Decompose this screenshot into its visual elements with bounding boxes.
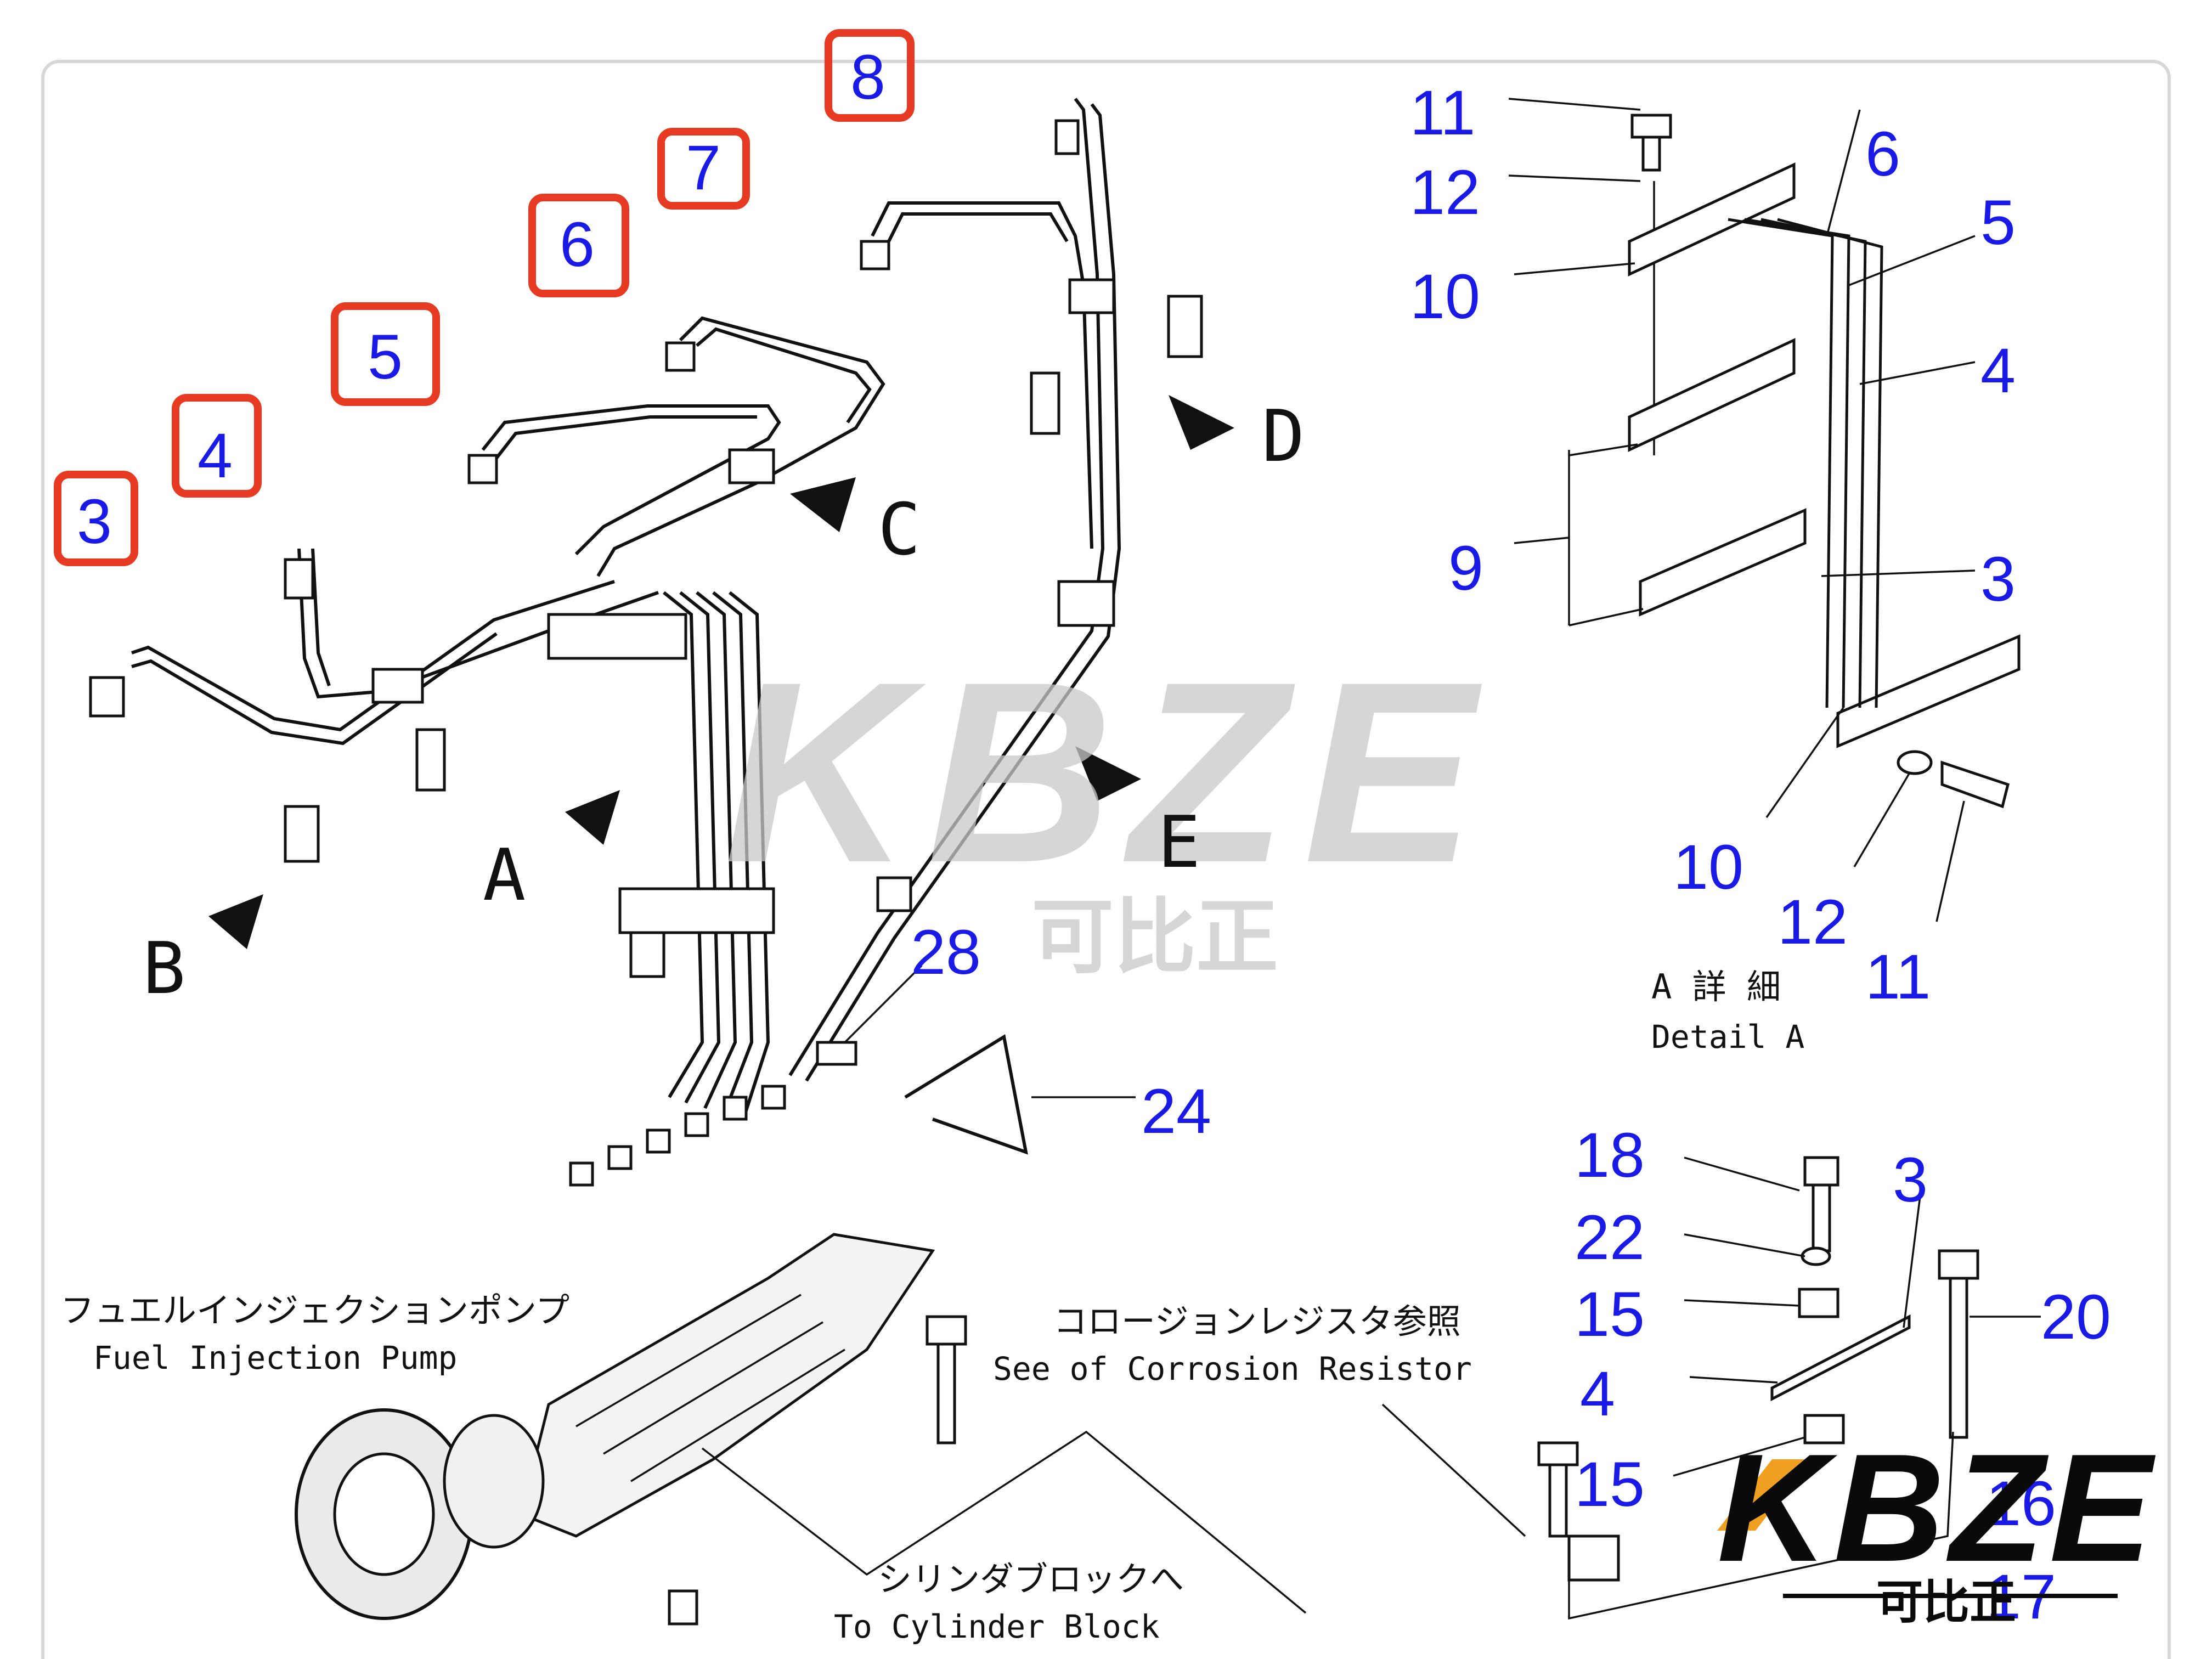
view-letters: A B C D E — [143, 394, 1305, 1010]
detail-callout-12-top: 12 — [1410, 157, 1480, 228]
highlight-box-3 — [54, 471, 138, 566]
detail-a-en: Detail A — [1651, 1018, 1804, 1056]
detail-callout-6: 6 — [1865, 119, 1900, 189]
detail-a-jp: A 詳 細 — [1651, 967, 1781, 1007]
corrosion-label-jp: コロージョンレジスタ参照 — [1053, 1301, 1461, 1341]
detail-a-drawing — [1508, 98, 2021, 922]
logo-accent-shape — [1717, 1459, 1810, 1531]
pump-label-en: Fuel Injection Pump — [93, 1339, 457, 1376]
highlight-box-6 — [528, 194, 629, 297]
highlight-box-5 — [331, 302, 440, 406]
detail-callout-5: 5 — [1980, 188, 2016, 258]
highlighted-callouts: 3 4 5 6 7 8 — [77, 42, 885, 557]
view-letter-a: A — [483, 833, 526, 917]
callout-16-partial: 16 — [1986, 1469, 2056, 1539]
injection-pipes-drawing — [89, 98, 1307, 1626]
detail-callout-3: 3 — [1980, 544, 2016, 614]
page-frame — [41, 60, 2171, 1659]
callout-15-bottom: 15 — [1575, 1449, 1645, 1520]
detail-a-callouts: 11 12 10 6 5 4 9 3 10 12 11 — [1410, 78, 2016, 1012]
callout-22: 22 — [1575, 1203, 1645, 1273]
lower-right-drawing — [844, 964, 2041, 1620]
detail-callout-9: 9 — [1448, 533, 1483, 603]
detail-callout-10-bottom: 10 — [1673, 832, 1743, 902]
watermark-text: KBZE — [724, 628, 1492, 916]
kbze-watermark: KBZE 可比正 — [724, 628, 1492, 985]
logo-text: KBZE — [1717, 1423, 2157, 1594]
text-labels: A 詳 細 Detail A フュエルインジェクションポンプ Fuel Inje… — [60, 967, 1804, 1645]
highlight-box-8 — [825, 29, 915, 122]
callout-8: 8 — [850, 42, 885, 112]
callout-24: 24 — [1141, 1076, 1211, 1147]
detail-callout-11-bottom: 11 — [1865, 942, 1931, 1012]
callout-6: 6 — [560, 210, 595, 280]
view-arrows — [208, 395, 1234, 949]
callout-28: 28 — [911, 917, 981, 988]
cylinder-label-en: To Cylinder Block — [834, 1608, 1160, 1645]
kbze-corner-logo: KBZE 可比正 — [1717, 1423, 2157, 1630]
highlight-box-7 — [657, 128, 750, 210]
logo-subtext: 可比正 — [1876, 1576, 2016, 1630]
pump-label-jp: フュエルインジェクションポンプ — [60, 1290, 569, 1330]
view-letter-d: D — [1262, 394, 1305, 478]
view-letter-b: B — [143, 927, 185, 1010]
callout-3-lower: 3 — [1893, 1145, 1928, 1215]
watermark-subtext: 可比正 — [1031, 890, 1278, 985]
cylinder-label-jp: シリンダブロックへ — [878, 1559, 1184, 1599]
detail-callout-12-bottom: 12 — [1778, 887, 1848, 957]
callout-18: 18 — [1575, 1120, 1645, 1190]
callout-4-lower: 4 — [1580, 1359, 1615, 1429]
callout-4: 4 — [198, 421, 233, 491]
view-letter-c: C — [878, 488, 921, 571]
callout-20: 20 — [2041, 1282, 2111, 1352]
highlight-boxes — [54, 29, 915, 566]
view-letter-e: E — [1158, 800, 1200, 884]
detail-callout-11-top: 11 — [1410, 78, 1475, 148]
logo-underline — [1783, 1594, 2118, 1598]
callout-7: 7 — [686, 133, 721, 203]
callout-5: 5 — [368, 322, 403, 392]
callout-3: 3 — [77, 487, 112, 557]
highlight-box-4 — [172, 394, 262, 498]
detail-callout-4: 4 — [1980, 336, 2016, 406]
callout-15-top: 15 — [1575, 1279, 1645, 1350]
detail-callout-10-top: 10 — [1410, 262, 1480, 332]
corrosion-label-en: See of Corrosion Resistor — [993, 1350, 1472, 1387]
